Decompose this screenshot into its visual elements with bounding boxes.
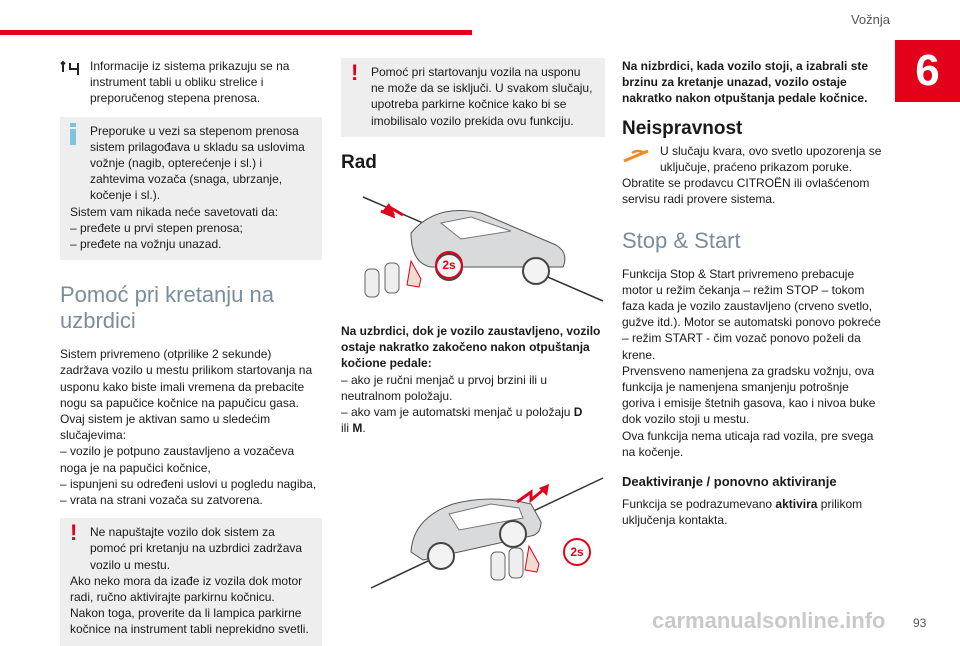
fault-paragraph: U slučaju kvara, ovo svetlo upozorenja s… bbox=[622, 143, 884, 175]
uphill-heading: Na uzbrdici, dok je vozilo zaustavljeno,… bbox=[341, 324, 601, 371]
uphill-text: Na uzbrdici, dok je vozilo zaustavljeno,… bbox=[341, 323, 605, 436]
info-box: Preporuke u vezi sa stepenom prenosa sis… bbox=[60, 116, 322, 261]
warning-box: ! Pomoć pri startovanju vozila na usponu… bbox=[341, 58, 605, 137]
warning-text: Pomoć pri startovanju vozila na usponu n… bbox=[371, 65, 593, 128]
downhill-illustration: 2s bbox=[341, 456, 605, 591]
warning-box: ! Ne napuštajte vozilo dok sistem za pom… bbox=[60, 518, 322, 646]
body-text: Sistem privremeno (otprilike 2 sekunde) … bbox=[60, 347, 313, 410]
warning-text: Ako neko mora da izađe iz vozila dok mot… bbox=[70, 573, 309, 637]
list-item: – vozilo je potpuno zaustavljeno a vozač… bbox=[60, 444, 295, 475]
intro-text: Informacije iz sistema prikazuju se na i… bbox=[90, 59, 290, 106]
pedals-icon bbox=[364, 259, 422, 298]
info-text: Sistem vam nikada neće savetovati da: bbox=[70, 204, 279, 219]
body-text: Prvensveno namenjena za gradsku vožnju, … bbox=[622, 363, 876, 427]
list-item: – vrata na strani vozača su zatvorena. bbox=[60, 493, 263, 508]
section-header: Vožnja bbox=[850, 12, 890, 27]
warning-icon: ! bbox=[70, 520, 78, 546]
car-icon bbox=[410, 210, 566, 286]
info-icon bbox=[70, 122, 76, 145]
info-text: Preporuke u vezi sa stepenom prenosa sis… bbox=[90, 123, 305, 203]
top-accent-bar bbox=[0, 30, 472, 35]
car-icon bbox=[410, 498, 542, 571]
watermark: carmanualsonline.info bbox=[652, 608, 886, 633]
page-number: 93 bbox=[913, 616, 927, 630]
body-text: Funkcija Stop & Start privremeno prebacu… bbox=[622, 266, 881, 362]
warning-icon: ! bbox=[351, 60, 359, 85]
operation-title: Rad bbox=[341, 151, 377, 173]
intro-paragraph: Informacije iz sistema prikazuju se na i… bbox=[60, 58, 322, 107]
column-3: Na nizbrdici, kada vozilo stoji, a izabr… bbox=[622, 58, 884, 529]
gear-shift-indicator-icon bbox=[60, 60, 79, 75]
column-1: Informacije iz sistema prikazuju se na i… bbox=[60, 58, 322, 646]
fault-text: Obratite se prodavcu CITROËN ili ovlašće… bbox=[622, 176, 870, 207]
info-list-item: – pređete na vožnju unazad. bbox=[70, 237, 222, 252]
deactivation-title: Deaktiviranje / ponovno aktiviranje bbox=[622, 474, 837, 490]
warning-text: Ne napuštajte vozilo dok sistem za pomoć… bbox=[90, 525, 303, 572]
uphill-illustration: 2s bbox=[341, 183, 605, 303]
timer-label: 2s bbox=[563, 538, 591, 567]
fault-title: Neispravnost bbox=[622, 117, 743, 139]
direction-arrow-icon bbox=[381, 203, 395, 216]
hill-start-body: Sistem privremeno (otprilike 2 sekunde) … bbox=[60, 346, 322, 508]
timer-label: 2s bbox=[435, 251, 463, 280]
downhill-heading: Na nizbrdici, kada vozilo stoji, a izabr… bbox=[622, 59, 869, 106]
fault-text: U slučaju kvara, ovo svetlo upozorenja s… bbox=[660, 143, 882, 175]
pedals-icon bbox=[490, 544, 540, 581]
stop-start-body: Funkcija Stop & Start privremeno prebacu… bbox=[622, 266, 884, 460]
info-list-item: – pređete u prvi stepen prenosa; bbox=[70, 220, 243, 235]
body-text: Ovaj sistem je aktivan samo u sledećim s… bbox=[60, 412, 271, 443]
column-2: ! Pomoć pri startovanju vozila na usponu… bbox=[341, 58, 605, 591]
body-text: Ova funkcija nema uticaja rad vozila, pr… bbox=[622, 428, 874, 459]
list-item: – ispunjeni su određeni uslovi u pogledu… bbox=[60, 476, 317, 491]
hill-start-title: Pomoć pri kretanju na uzbrdici bbox=[60, 282, 274, 334]
list-item: – ako je ručni menjač u prvoj brzini ili… bbox=[341, 372, 548, 403]
chapter-tab: 6 bbox=[895, 40, 960, 102]
deactivation-text: Funkcija se podrazumevano aktivira prili… bbox=[622, 497, 863, 528]
direction-arrow-icon bbox=[539, 484, 549, 497]
list-item: – ako vam je automatski menjač u položaj… bbox=[341, 405, 583, 436]
hill-start-warning-icon bbox=[623, 149, 649, 163]
stop-start-title: Stop & Start bbox=[622, 227, 741, 253]
